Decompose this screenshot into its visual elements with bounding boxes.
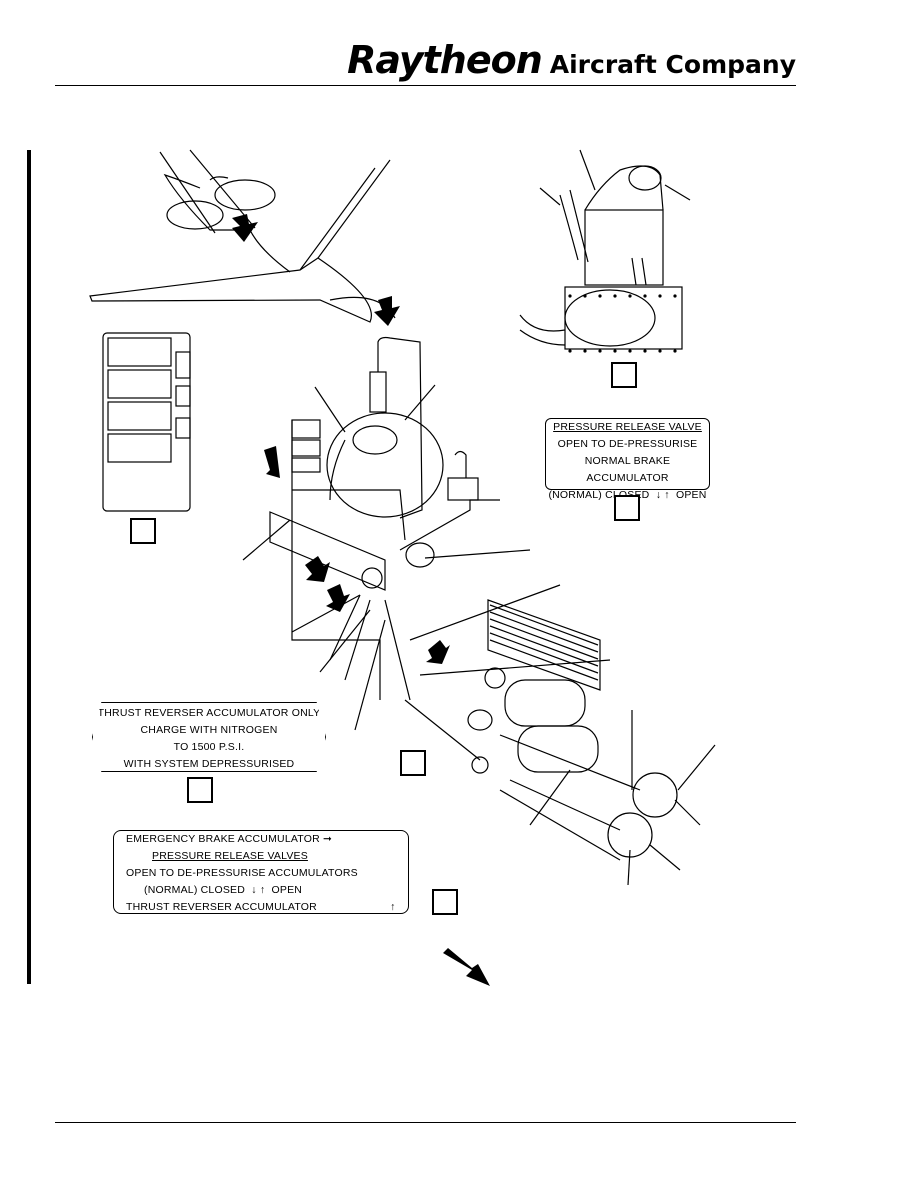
- location-arrow-icon: [232, 214, 400, 326]
- arrow-right-icon: ➞: [322, 833, 332, 845]
- placard-open: OPEN: [675, 489, 707, 501]
- arrow-up-icon: ↑: [390, 901, 396, 913]
- placard-panel: [102, 332, 191, 512]
- leader-lines: [242, 384, 716, 886]
- placard-line: OPEN TO DE-PRESSURISE ACCUMULATORS: [126, 867, 358, 879]
- arrow-down-icon: ↓ ↑: [652, 489, 673, 501]
- header-rule: [55, 85, 796, 86]
- brake-accumulator-assembly: [269, 336, 500, 701]
- thrust-reverser-placard: THRUST REVERSER ACCUMULATOR ONLY CHARGE …: [92, 702, 326, 772]
- placard-line: TO 1500 P.S.I.: [173, 741, 245, 753]
- location-arrow-icon: [264, 446, 450, 664]
- nitrogen-tank-detail: [519, 149, 691, 350]
- placard-line: THRUST REVERSER ACCUMULATOR: [126, 901, 317, 913]
- placard-line: THRUST REVERSER ACCUMULATOR ONLY: [97, 707, 321, 719]
- view-box-icon: [187, 777, 213, 803]
- placard-line: EMERGENCY BRAKE ACCUMULATOR: [126, 833, 320, 845]
- arrow-down-icon: ↓ ↑: [248, 884, 269, 896]
- placard-title: PRESSURE RELEASE VALVES: [152, 850, 308, 862]
- rivet-row: [568, 294, 677, 353]
- placard-closed: (NORMAL) CLOSED: [144, 884, 246, 896]
- view-box-icon: [611, 362, 637, 388]
- placard-line: OPEN TO DE-PRESSURISE: [557, 438, 698, 450]
- placard-title: PRESSURE RELEASE VALVE: [553, 421, 702, 433]
- brand-name: Raytheon: [347, 38, 543, 82]
- placard-open: OPEN: [271, 884, 303, 896]
- normal-brake-placard: PRESSURE RELEASE VALVE OPEN TO DE-PRESSU…: [545, 418, 710, 501]
- view-box-icon: [614, 495, 640, 521]
- direction-arrow-icon: [443, 948, 490, 986]
- emergency-accumulator-bank: [404, 599, 701, 871]
- emergency-brake-placard: EMERGENCY BRAKE ACCUMULATOR ➞ PRESSURE R…: [113, 830, 409, 914]
- footer-rule: [55, 1122, 796, 1123]
- revision-bar: [27, 150, 31, 984]
- view-box-icon: [400, 750, 426, 776]
- division-name: Aircraft Company: [549, 50, 796, 79]
- view-box-icon: [130, 518, 156, 544]
- placard-line: WITH SYSTEM DEPRESSURISED: [123, 758, 295, 770]
- placard-line: CHARGE WITH NITROGEN: [140, 724, 278, 736]
- view-box-icon: [432, 889, 458, 915]
- placard-line: NORMAL BRAKE ACCUMULATOR: [584, 455, 671, 484]
